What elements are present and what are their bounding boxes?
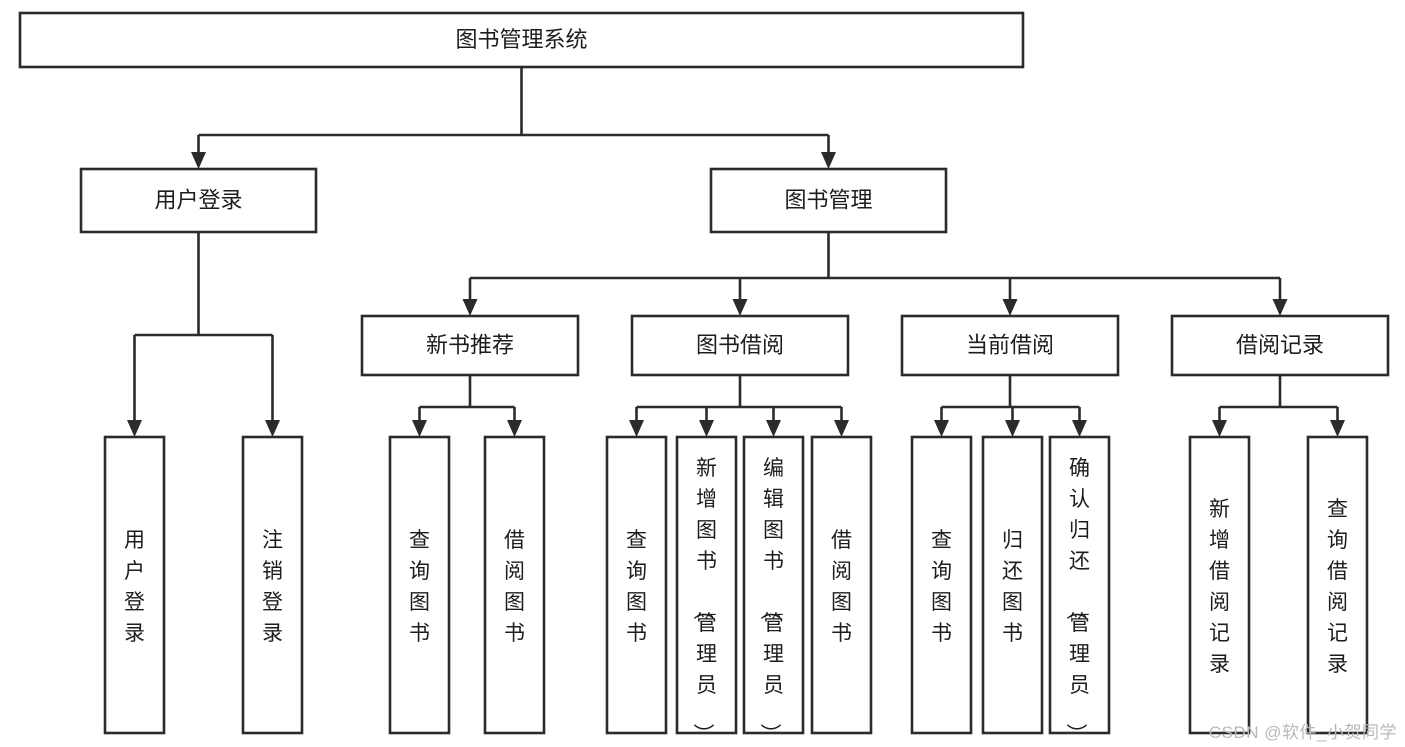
arrow-head-4-1 [1330,420,1345,437]
node-root-book-management-system[interactable]: 图书管理系统 [18,11,1025,69]
node-leaf-6[interactable]: 编辑图书（管理员） [742,435,805,744]
node-leaf-5-rect[interactable] [675,435,738,735]
node-leaf-0-label: 用户登录 [124,529,145,645]
node-level3-0-rect[interactable] [360,314,580,377]
node-level3-3-rect[interactable] [1170,314,1390,377]
arrow-head-mgr-0 [462,299,478,316]
node-leaf-3-rect[interactable] [483,435,546,735]
node-leaf-6-label: 编辑图书（管理员） [758,457,784,744]
node-leaf-0-rect[interactable] [103,435,166,735]
node-level2-0-label: 用户登录 [154,187,242,212]
node-leaf-12-label: 查询借阅记录 [1327,498,1348,676]
node-leaf-5[interactable]: 新增图书（管理员） [675,435,738,744]
arrow-head-3-2 [1072,420,1087,437]
arrow-head-2-2 [766,420,781,437]
node-level3-3[interactable]: 借阅记录 [1170,314,1390,377]
node-leaf-12-rect[interactable] [1306,435,1369,735]
node-leaf-4-label: 查询图书 [626,529,647,645]
arrow-head-2-3 [834,420,849,437]
node-leaf-1-rect[interactable] [241,435,304,735]
arrow-head-3-1 [1005,420,1020,437]
arrow-head-1-0 [412,420,427,437]
node-leaf-10-label: 确认归还（管理员） [1064,457,1090,744]
node-leaf-6-rect[interactable] [742,435,805,735]
node-leaf-10-rect[interactable] [1048,435,1111,735]
node-leaf-5-label: 新增图书（管理员） [691,457,717,744]
node-level3-1-label: 图书借阅 [696,332,784,357]
node-leaf-8[interactable]: 查询图书 [910,435,973,735]
node-level2-0[interactable]: 用户登录 [79,167,318,234]
node-leaf-2[interactable]: 查询图书 [388,435,451,735]
arrow-head-2-0 [629,420,644,437]
arrow-head-3-0 [934,420,949,437]
node-leaf-2-label: 查询图书 [409,529,430,645]
node-leaf-8-label: 查询图书 [931,529,952,645]
node-leaf-4-rect[interactable] [605,435,668,735]
csdn-watermark: CSDN @软件_小贺同学 [1208,723,1397,742]
node-level3-3-label: 借阅记录 [1236,332,1324,357]
node-leaf-9-rect[interactable] [981,435,1044,735]
node-leaf-3-label: 借阅图书 [504,529,525,645]
node-level2-1[interactable]: 图书管理 [709,167,948,234]
arrow-head-mgr-1 [732,299,748,316]
node-leaf-4[interactable]: 查询图书 [605,435,668,735]
arrow-head-root-1 [821,152,836,169]
node-leaf-12[interactable]: 查询借阅记录 [1306,435,1369,735]
node-leaf-8-rect[interactable] [910,435,973,735]
node-level3-1-rect[interactable] [630,314,850,377]
node-leaf-0[interactable]: 用户登录 [103,435,166,735]
node-leaf-1[interactable]: 注销登录 [241,435,304,735]
node-leaf-9-label: 归还图书 [1002,529,1023,645]
node-leaf-11[interactable]: 新增借阅记录 [1188,435,1251,735]
arrow-head-1-1 [507,420,522,437]
connector-layer [127,67,1345,437]
node-level2-0-rect[interactable] [79,167,318,234]
node-level3-0-label: 新书推荐 [426,332,514,357]
node-root-book-management-system-label: 图书管理系统 [455,27,587,52]
node-level2-1-label: 图书管理 [784,187,872,212]
arrow-head-2-1 [699,420,714,437]
node-level3-1[interactable]: 图书借阅 [630,314,850,377]
arrow-head-mgr-3 [1272,299,1288,316]
node-root-book-management-system-rect[interactable] [18,11,1025,69]
arrow-head-0-1 [265,420,280,437]
node-level3-2-rect[interactable] [900,314,1120,377]
node-level2-1-rect[interactable] [709,167,948,234]
node-leaf-7-label: 借阅图书 [831,529,852,645]
node-level3-0[interactable]: 新书推荐 [360,314,580,377]
arrow-head-mgr-2 [1002,299,1018,316]
node-leaf-7-rect[interactable] [810,435,873,735]
node-leaf-11-label: 新增借阅记录 [1209,498,1230,676]
node-leaf-7[interactable]: 借阅图书 [810,435,873,735]
arrow-head-0-0 [127,420,142,437]
node-level3-2-label: 当前借阅 [966,332,1054,357]
node-leaf-11-rect[interactable] [1188,435,1251,735]
arrow-head-root-0 [191,152,206,169]
node-leaf-10[interactable]: 确认归还（管理员） [1048,435,1111,744]
node-leaf-3[interactable]: 借阅图书 [483,435,546,735]
node-leaf-9[interactable]: 归还图书 [981,435,1044,735]
node-leaf-2-rect[interactable] [388,435,451,735]
node-level3-2[interactable]: 当前借阅 [900,314,1120,377]
node-leaf-1-label: 注销登录 [262,529,283,645]
node-layer: 图书管理系统用户登录图书管理新书推荐图书借阅当前借阅借阅记录用户登录注销登录查询… [18,11,1390,744]
arrow-head-4-0 [1212,420,1227,437]
